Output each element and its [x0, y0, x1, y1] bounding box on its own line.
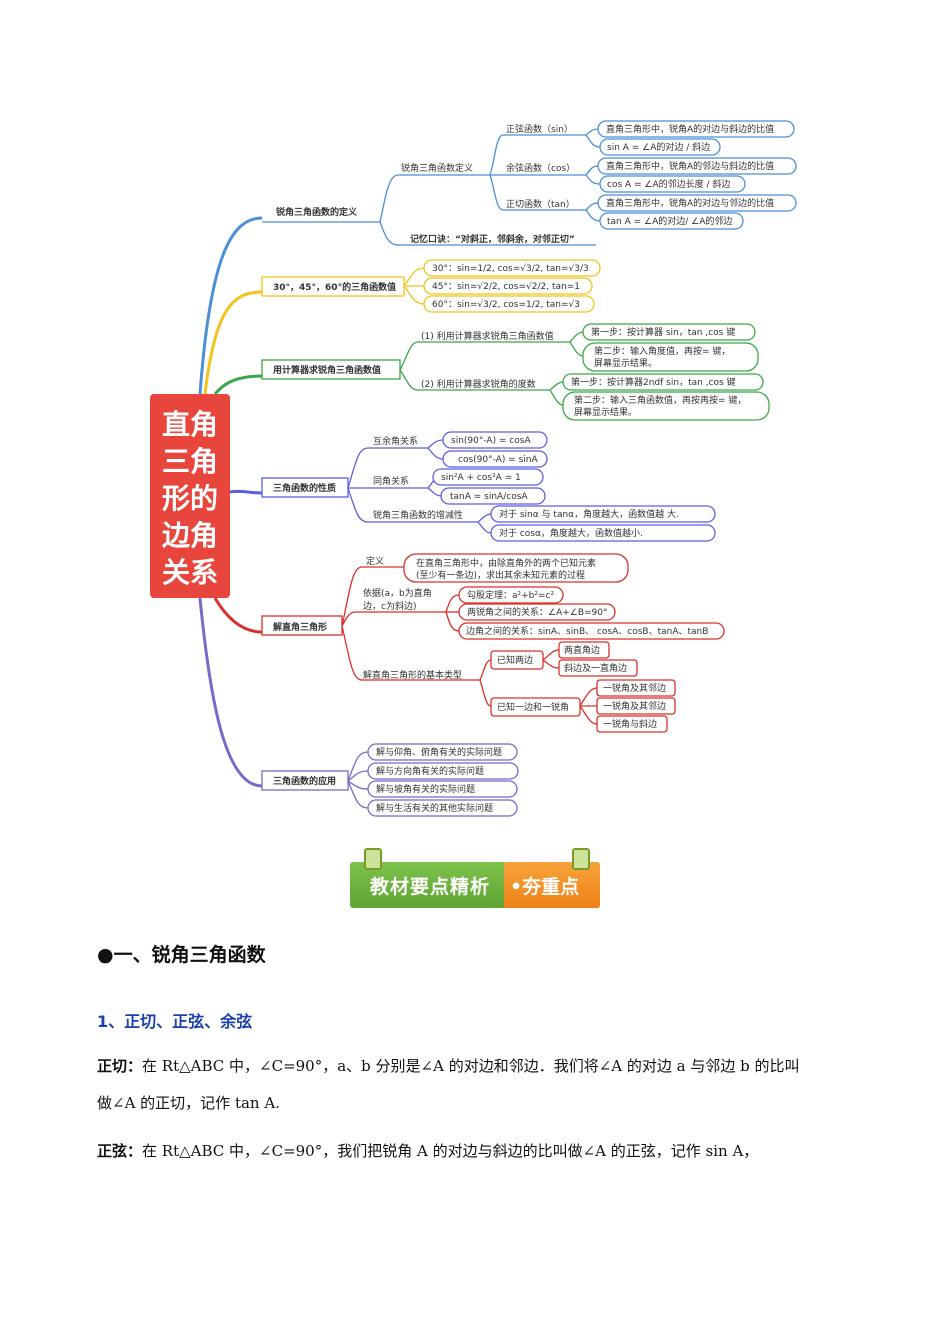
- tangent-line-1: 在 Rt△ABC 中，∠C=90°，a、b 分别是∠A 的对边和邻边．我们将∠A…: [142, 1057, 800, 1075]
- props-comp: 互余角关系: [373, 435, 418, 447]
- def-cos-a: 直角三角形中，锐角A的邻边与斜边的比值: [606, 160, 774, 172]
- props-comp-b: cos(90°-A) = sinA: [458, 455, 538, 465]
- center-node: [150, 394, 230, 598]
- binder-clip-icon: [572, 848, 590, 870]
- sine-line-1: 在 Rt△ABC 中，∠C=90°，我们把锐角 A 的对边与斜边的比叫做∠A 的…: [142, 1142, 759, 1160]
- def-cos-b: cos A = ∠A的邻边长度 / 斜边: [607, 178, 730, 190]
- solve-basis2: 边，c为斜边): [363, 600, 416, 612]
- special-45: 45°：sin=√2/2, cos=√2/2, tan=1: [432, 281, 580, 292]
- tangent-line-2: 做∠A 的正切，记作 tan A.: [97, 1094, 280, 1112]
- props-mono-b: 对于 cosα，角度越大，函数值越小.: [499, 527, 643, 539]
- def-sub: 锐角三角函数定义: [401, 162, 473, 174]
- section-title: ●一、锐角三角函数: [97, 944, 266, 966]
- def-cos-name: 余弦函数（cos）: [506, 162, 575, 174]
- special-60: 60°：sin=√3/2, cos=1/2, tan=√3: [432, 299, 580, 310]
- calc-s1: (1) 利用计算器求锐角三角函数值: [421, 330, 554, 342]
- solve-two-sides: 已知两边: [497, 654, 533, 666]
- center-title-1: 直角: [162, 408, 218, 441]
- solve-sa-c: 一锐角与斜边: [603, 718, 657, 730]
- props-comp-a: sin(90°-A) = cosA: [451, 436, 531, 446]
- paragraph-sine: 正弦：在 Rt△ABC 中，∠C=90°，我们把锐角 A 的对边与斜边的比叫做∠…: [97, 1133, 877, 1170]
- paragraph-tangent: 正切：在 Rt△ABC 中，∠C=90°，a、b 分别是∠A 的对边和邻边．我们…: [97, 1048, 877, 1122]
- mind-map: 直角 三角 形的 边角 关系 锐角三角函数的定义 锐角三角函数定义 正弦函数（s…: [150, 120, 797, 817]
- center-title-2: 三角: [162, 445, 218, 478]
- props-same-a: sin²A + cos²A = 1: [441, 473, 521, 483]
- special-30: 30°：sin=1/2, cos=√3/2, tan=√3/3: [432, 263, 589, 274]
- calc-s1b1: 第二步：输入角度值，再按= 键，: [594, 345, 730, 357]
- center-title-5: 关系: [162, 556, 218, 589]
- calc-s1b2: 屏幕显示结果。: [594, 357, 657, 369]
- solve-def-a2: (至少有一条边)，求出其余未知元素的过程: [416, 569, 585, 581]
- apply-a: 解与仰角、俯角有关的实际问题: [376, 746, 502, 758]
- calc-s2: (2) 利用计算器求锐角的度数: [421, 378, 536, 390]
- props-same: 同角关系: [373, 475, 409, 487]
- apply-d: 解与生活有关的其他实际问题: [376, 802, 493, 814]
- def-sin-b: sin A = ∠A的对边 / 斜边: [607, 141, 710, 153]
- solve-basis1: 依据(a，b为直角: [363, 587, 432, 599]
- calc-s2b2: 屏幕显示结果。: [574, 406, 637, 418]
- solve-side-angle: 已知一边和一锐角: [497, 701, 569, 713]
- calc-s2a: 第一步：按计算器2ndf sin，tan ,cos 键: [571, 376, 736, 388]
- apply-b: 解与方向角有关的实际问题: [376, 765, 484, 777]
- solve-basis-c: 边角之间的关系：sinA、sinB、 cosA、cosB、tanA、tanB: [466, 625, 708, 637]
- solve-ts-b: 斜边及一直角边: [564, 662, 627, 674]
- solve-def: 定义: [366, 555, 384, 567]
- center-title-3: 形的: [162, 482, 218, 515]
- solve-sa-a: 一锐角及其邻边: [603, 682, 666, 694]
- subsection-title: 1、正切、正弦、余弦: [97, 1012, 253, 1031]
- binder-clip-icon: [364, 848, 382, 870]
- branch-solve-label: 解直角三角形: [273, 621, 327, 633]
- tangent-label: 正切：: [97, 1057, 143, 1075]
- def-tan-a: 直角三角形中，锐角A的对边与邻边的比值: [606, 197, 774, 209]
- props-same-b: tanA = sinA/cosA: [450, 492, 528, 502]
- def-tan-name: 正切函数（tan）: [506, 198, 575, 210]
- branch-calc-label: 用计算器求锐角三角函数值: [272, 364, 381, 376]
- calc-s2b1: 第二步：输入三角函数值，再按再按= 键，: [574, 394, 746, 406]
- sine-label: 正弦：: [97, 1142, 143, 1160]
- banner-right-text: •夯重点: [510, 876, 580, 898]
- def-mnemonic: 记忆口诀：“对斜正，邻斜余，对邻正切”: [410, 233, 575, 245]
- solve-basis-b: 两锐角之间的关系：∠A+∠B=90°: [467, 606, 608, 618]
- solve-sa-b: 一锐角及其邻边: [603, 700, 666, 712]
- solve-def-a1: 在直角三角形中，由除直角外的两个已知元素: [416, 557, 596, 569]
- banner-left-text: 教材要点精析: [370, 876, 491, 898]
- def-sin-name: 正弦函数（sin）: [506, 123, 573, 135]
- apply-c: 解与坡角有关的实际问题: [376, 783, 475, 795]
- branch-def-label: 锐角三角函数的定义: [276, 206, 358, 218]
- branch-special-label: 30°，45°，60°的三角函数值: [273, 281, 396, 293]
- calc-s1a: 第一步：按计算器 sin，tan ,cos 键: [591, 326, 735, 338]
- solve-types: 解直角三角形的基本类型: [363, 669, 462, 681]
- solve-basis-a: 勾股定理：a²+b²=c²: [467, 589, 554, 601]
- branch-props-label: 三角函数的性质: [273, 482, 336, 494]
- def-tan-b: tan A = ∠A的对边/ ∠A的邻边: [607, 215, 732, 227]
- props-mono: 锐角三角函数的增减性: [373, 509, 463, 521]
- solve-ts-a: 两直角边: [564, 644, 600, 656]
- center-title-4: 边角: [162, 519, 218, 552]
- branch-apply-label: 三角函数的应用: [273, 775, 336, 787]
- props-mono-a: 对于 sinα 与 tanα，角度越大，函数值越 大.: [499, 508, 679, 520]
- def-sin-a: 直角三角形中，锐角A的对边与斜边的比值: [606, 123, 774, 135]
- section-banner: 教材要点精析 •夯重点: [350, 848, 600, 908]
